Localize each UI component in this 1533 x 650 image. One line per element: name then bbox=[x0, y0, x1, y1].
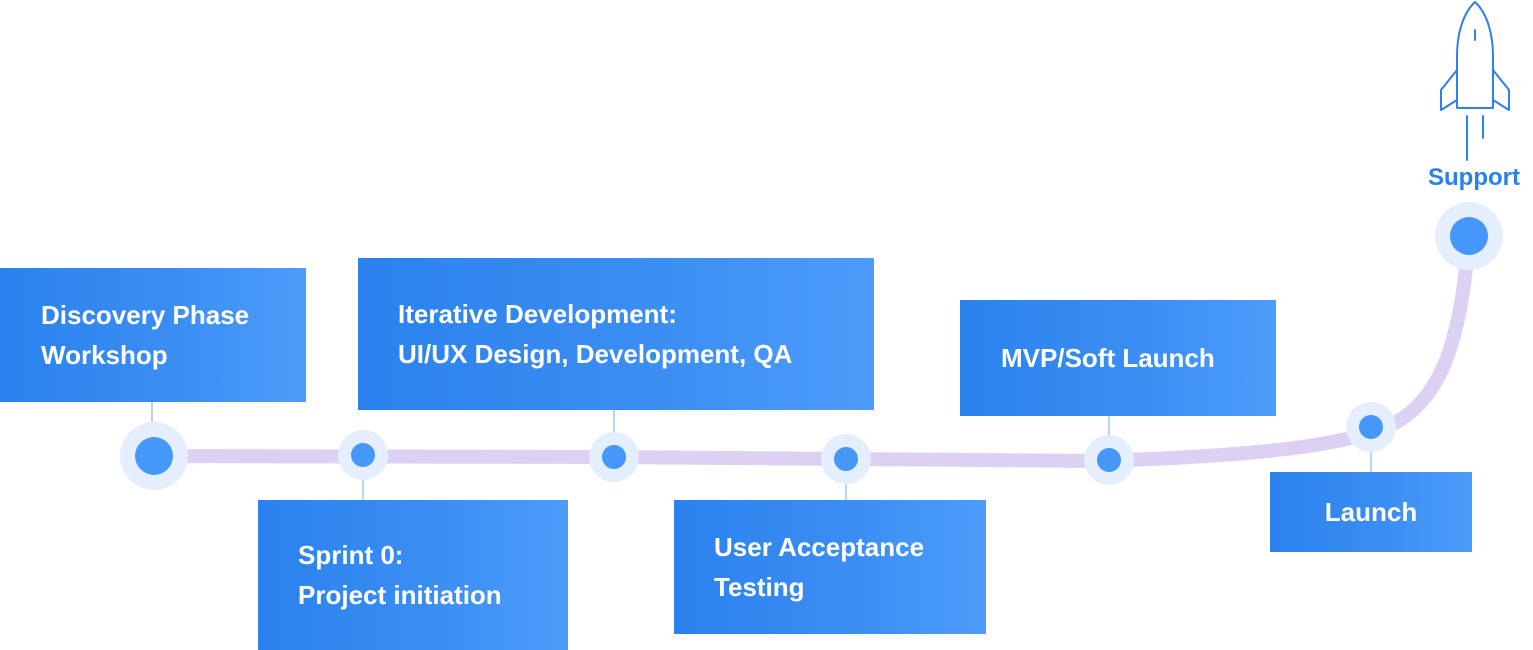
stage-box-launch: Launch bbox=[1270, 472, 1472, 552]
node-uat bbox=[821, 434, 871, 484]
stage-label-line: Iterative Development: bbox=[398, 299, 677, 329]
stage-box-discovery-phase-workshop: Discovery Phase Workshop bbox=[0, 268, 306, 402]
rocket-icon bbox=[1440, 1, 1510, 161]
node-sprint0 bbox=[338, 430, 388, 480]
node-discovery bbox=[120, 422, 188, 490]
stage-box-sprint-0: Sprint 0: Project initiation bbox=[258, 500, 568, 650]
node-support bbox=[1435, 202, 1503, 270]
stage-box-mvp-soft-launch: MVP/Soft Launch bbox=[960, 300, 1276, 416]
stage-label-line: MVP/Soft Launch bbox=[1001, 343, 1215, 373]
node-iterative bbox=[589, 432, 639, 482]
stage-label-support: Support bbox=[1428, 164, 1520, 191]
stage-label-line: Sprint 0: bbox=[298, 540, 404, 570]
stage-label-line: Workshop bbox=[41, 340, 168, 370]
node-launch bbox=[1346, 402, 1396, 452]
stage-label-line: User Acceptance bbox=[714, 532, 925, 562]
stage-label-line: Discovery Phase bbox=[41, 300, 250, 330]
node-mvp bbox=[1084, 435, 1134, 485]
stage-label-line: Launch bbox=[1324, 497, 1418, 527]
stage-box-user-acceptance-testing: User Acceptance Testing bbox=[674, 500, 986, 634]
stage-label-line: Project initiation bbox=[298, 580, 502, 610]
stage-label-line: UI/UX Design, Development, QA bbox=[398, 339, 793, 369]
stage-box-iterative-development: Iterative Development: UI/UX Design, Dev… bbox=[358, 258, 874, 410]
stage-label-line: Testing bbox=[714, 572, 805, 602]
